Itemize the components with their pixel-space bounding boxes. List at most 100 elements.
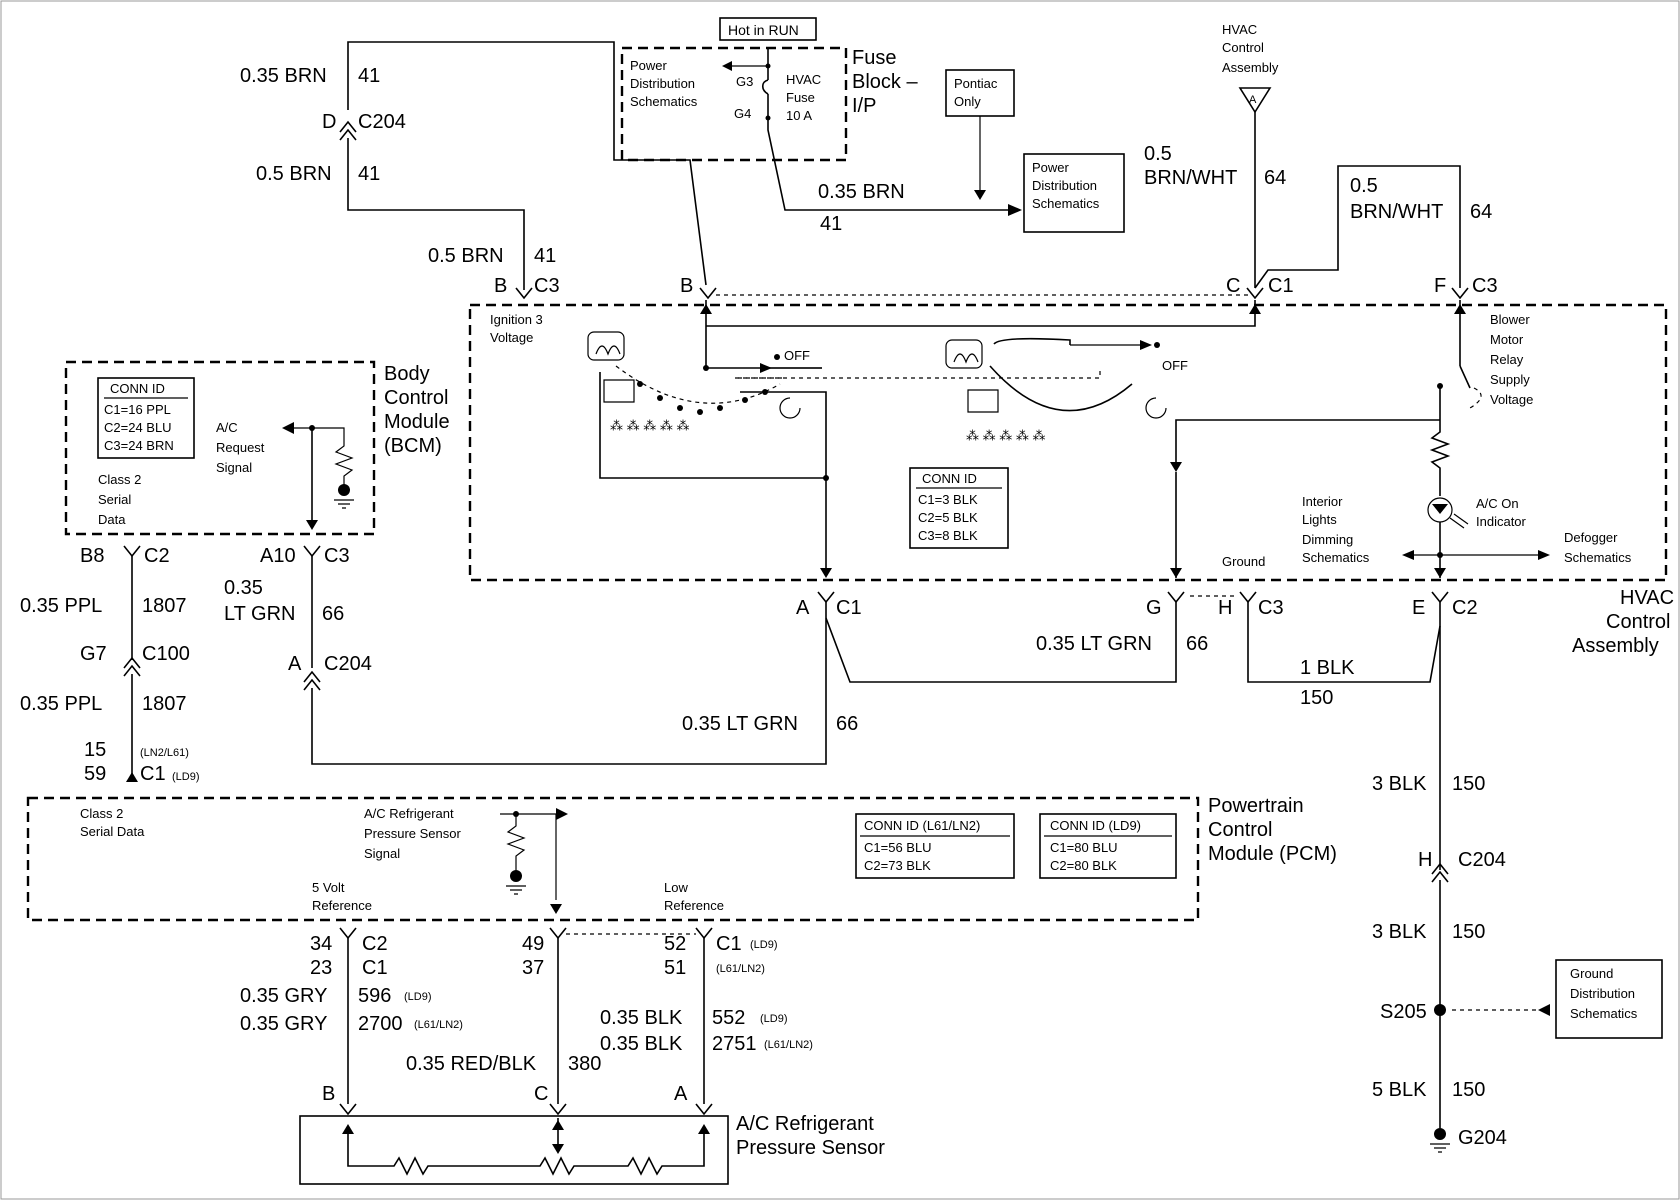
svg-text:41: 41 <box>534 245 556 267</box>
svg-text:0.5: 0.5 <box>1350 175 1378 197</box>
svg-text:A: A <box>674 1083 688 1105</box>
hvac-top-right: HVAC Control Assembly A 0.5 BRN/WHT 64 0… <box>1144 22 1498 300</box>
fuse-out-gauge: 0.35 BRN <box>818 181 905 203</box>
svg-text:Class 2: Class 2 <box>98 472 141 487</box>
svg-text:⁂ ⁂ ⁂ ⁂ ⁂: ⁂ ⁂ ⁂ ⁂ ⁂ <box>610 418 689 433</box>
svg-text:C1: C1 <box>362 957 388 979</box>
svg-text:C2=73 BLK: C2=73 BLK <box>864 858 931 873</box>
svg-text:0.35 BLK: 0.35 BLK <box>600 1033 683 1055</box>
svg-text:596: 596 <box>358 985 391 1007</box>
svg-text:C1=3 BLK: C1=3 BLK <box>918 492 978 507</box>
svg-text:Fuse: Fuse <box>786 90 815 105</box>
svg-text:0.35 LT GRN: 0.35 LT GRN <box>1036 633 1152 655</box>
svg-text:LT GRN: LT GRN <box>224 603 296 625</box>
svg-text:Motor: Motor <box>1490 332 1524 347</box>
svg-text:52: 52 <box>664 933 686 955</box>
svg-text:Distribution: Distribution <box>1032 178 1097 193</box>
svg-text:64: 64 <box>1264 167 1286 189</box>
svg-text:Schematics: Schematics <box>1564 550 1632 565</box>
svg-text:0.5: 0.5 <box>1144 143 1172 165</box>
svg-text:(BCM): (BCM) <box>384 435 442 457</box>
svg-text:C2=80 BLK: C2=80 BLK <box>1050 858 1117 873</box>
svg-text:Reference: Reference <box>312 898 372 913</box>
svg-text:552: 552 <box>712 1007 745 1029</box>
svg-text:Reference: Reference <box>664 898 724 913</box>
svg-text:G4: G4 <box>734 106 751 121</box>
fuse-block: Hot in RUN Fuse Block – I/P Power Distri… <box>620 17 918 162</box>
svg-text:Pressure Sensor: Pressure Sensor <box>364 826 461 841</box>
svg-text:G: G <box>1146 597 1162 619</box>
pcm-conn-id-ld9-table <box>1039 813 1177 879</box>
svg-text:Voltage: Voltage <box>490 330 533 345</box>
svg-text:OFF: OFF <box>784 348 810 363</box>
svg-text:HVAC: HVAC <box>786 72 821 87</box>
svg-text:Supply: Supply <box>1490 372 1530 387</box>
svg-text:(L61/LN2): (L61/LN2) <box>764 1039 813 1051</box>
svg-text:2751: 2751 <box>712 1033 757 1055</box>
hot-in-run-label: Hot in RUN <box>728 22 799 38</box>
svg-text:49: 49 <box>522 933 544 955</box>
svg-text:A/C On: A/C On <box>1476 496 1519 511</box>
powertrain-control-module: Powertrain Control Module (PCM) Class 2 … <box>26 795 1337 922</box>
body-control-module: Body Control Module (BCM) CONN ID C1=16 … <box>64 360 450 536</box>
svg-text:Powertrain: Powertrain <box>1208 795 1304 817</box>
svg-text:Schematics: Schematics <box>1032 196 1100 211</box>
svg-text:34: 34 <box>310 933 332 955</box>
svg-text:66: 66 <box>1186 633 1208 655</box>
svg-text:Request: Request <box>216 440 265 455</box>
svg-text:(L61/LN2): (L61/LN2) <box>716 963 765 975</box>
svg-text:H: H <box>1418 849 1432 871</box>
svg-text:15: 15 <box>84 739 106 761</box>
svg-text:23: 23 <box>310 957 332 979</box>
svg-text:Ground: Ground <box>1570 966 1613 981</box>
ac-refrigerant-pressure-sensor: A/C Refrigerant Pressure Sensor <box>299 1113 885 1185</box>
svg-text:0.35: 0.35 <box>224 577 263 599</box>
svg-text:1807: 1807 <box>142 693 187 715</box>
svg-text:Interior: Interior <box>1302 494 1343 509</box>
svg-text:5 BLK: 5 BLK <box>1372 1079 1427 1101</box>
svg-text:66: 66 <box>322 603 344 625</box>
svg-text:150: 150 <box>1452 921 1485 943</box>
fuse-out-circuit: 41 <box>820 213 842 235</box>
svg-text:D: D <box>322 111 336 133</box>
svg-text:C3=24 BRN: C3=24 BRN <box>104 438 174 453</box>
svg-text:Pressure Sensor: Pressure Sensor <box>736 1137 885 1159</box>
svg-text:Assembly: Assembly <box>1572 635 1659 657</box>
svg-text:C1: C1 <box>1268 275 1294 297</box>
svg-text:Blower: Blower <box>1490 312 1530 327</box>
svg-text:A/C: A/C <box>216 420 238 435</box>
wire-66: 0.35 LT GRN 66 A C204 0.35 LT GRN 66 0.3… <box>224 556 1441 765</box>
svg-text:G3: G3 <box>736 74 753 89</box>
svg-text:HVAC: HVAC <box>1620 587 1674 609</box>
svg-text:Data: Data <box>98 512 126 527</box>
svg-text:C204: C204 <box>358 111 406 133</box>
svg-text:A/C Refrigerant: A/C Refrigerant <box>736 1113 874 1135</box>
svg-text:A10: A10 <box>260 545 296 567</box>
svg-text:C2: C2 <box>362 933 388 955</box>
svg-text:41: 41 <box>358 163 380 185</box>
hvac-bottom-connectors: A C1 G H C3 E C2 <box>796 591 1478 619</box>
svg-text:BRN/WHT: BRN/WHT <box>1350 201 1443 223</box>
svg-text:3 BLK: 3 BLK <box>1372 921 1427 943</box>
svg-text:0.35 BRN: 0.35 BRN <box>240 65 327 87</box>
svg-text:Control: Control <box>1606 611 1670 633</box>
svg-text:A/C Refrigerant: A/C Refrigerant <box>364 806 454 821</box>
svg-text:(LD9): (LD9) <box>172 771 200 783</box>
svg-text:Control: Control <box>1208 819 1272 841</box>
svg-text:C1: C1 <box>140 763 166 785</box>
power-distribution-schematics-box: Power Distribution Schematics <box>1023 153 1125 233</box>
svg-text:B: B <box>494 275 507 297</box>
wire-1807: 0.35 PPL 1807 G7 C100 0.35 PPL 1807 15 (… <box>20 556 200 785</box>
svg-text:C3: C3 <box>324 545 350 567</box>
svg-text:Defogger: Defogger <box>1564 530 1618 545</box>
svg-text:C1=56 BLU: C1=56 BLU <box>864 840 932 855</box>
svg-text:(LN2/L61): (LN2/L61) <box>140 747 189 759</box>
pcm-conn-id-l61-table <box>855 813 1015 879</box>
svg-text:0.35 BLK: 0.35 BLK <box>600 1007 683 1029</box>
svg-text:Schematics: Schematics <box>1570 1006 1638 1021</box>
svg-text:C2=24 BLU: C2=24 BLU <box>104 420 172 435</box>
svg-text:41: 41 <box>358 65 380 87</box>
svg-text:10 A: 10 A <box>786 108 812 123</box>
svg-text:(LD9): (LD9) <box>404 991 432 1003</box>
